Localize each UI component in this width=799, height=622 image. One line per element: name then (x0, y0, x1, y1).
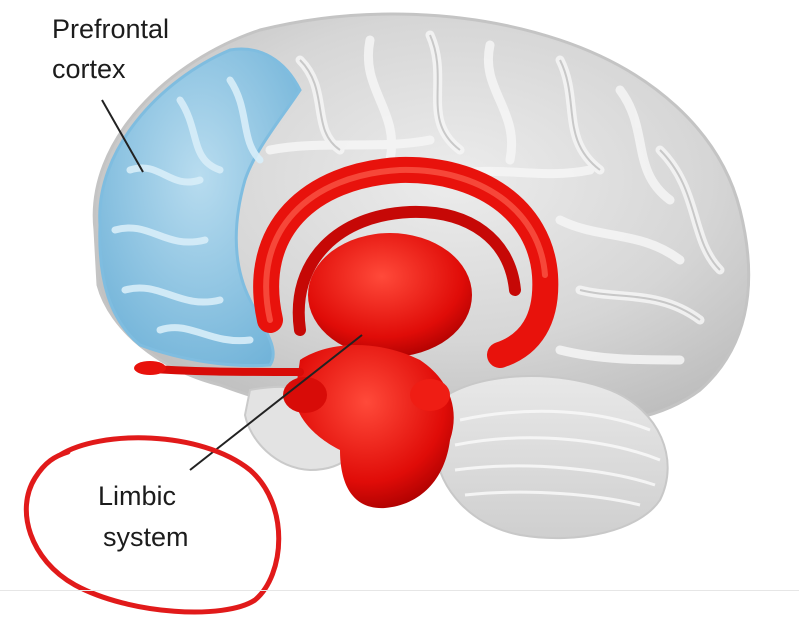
limbic-label-line2: system (103, 522, 189, 552)
prefrontal-label-line1: Prefrontal (52, 14, 169, 44)
prefrontal-label-line2: cortex (52, 54, 126, 84)
bottom-divider (0, 590, 799, 591)
limbic-label-line1: Limbic (98, 481, 176, 511)
